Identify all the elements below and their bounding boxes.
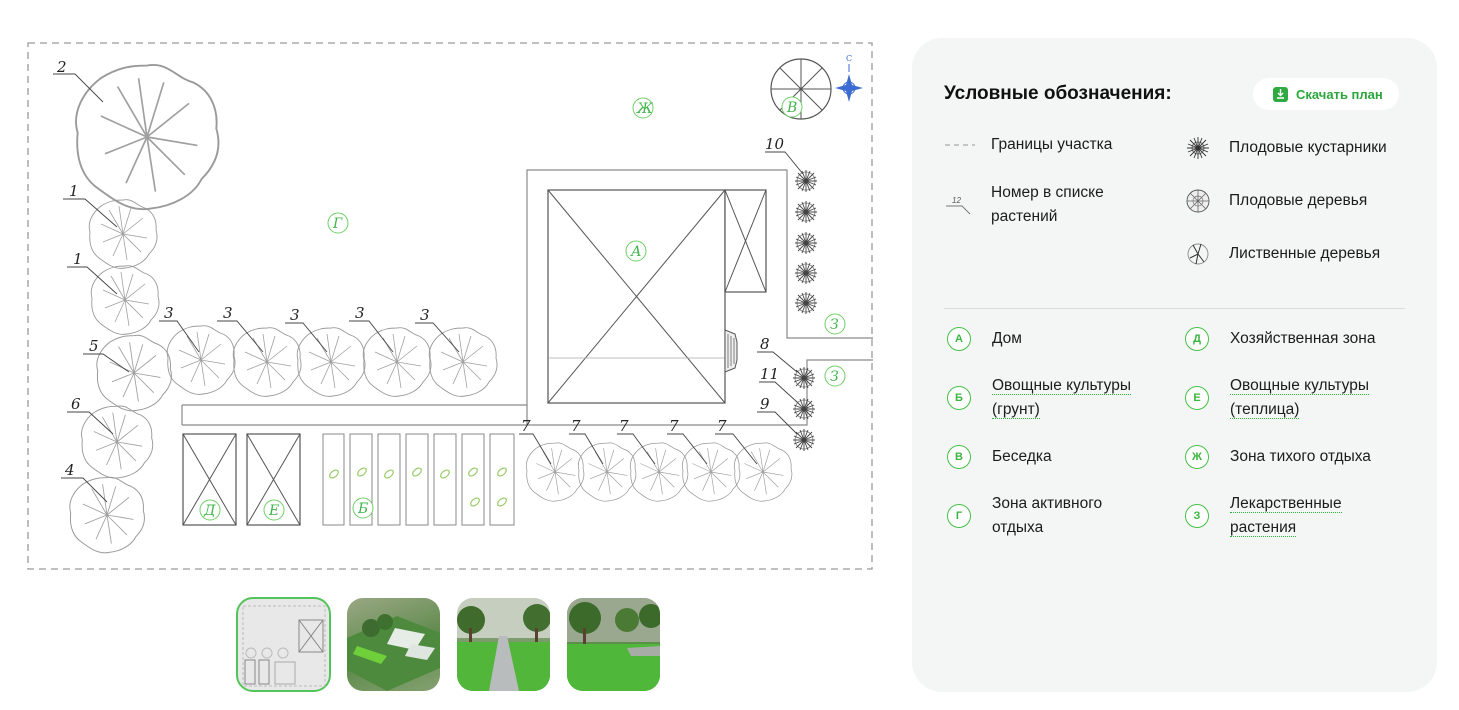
zone-zh-badge: Ж [1185, 445, 1209, 469]
fruit-tree-icon [1182, 189, 1214, 213]
zone-label: Ж [636, 101, 654, 117]
legend-deciduous-trees: Лиственные деревья [1182, 242, 1380, 266]
legend-boundary-label: Границы участка [991, 136, 1113, 153]
thumbnail-3d-path[interactable] [457, 598, 550, 691]
legend-fruit-trees-label: Плодовые деревья [1229, 192, 1368, 209]
plant-number: 9 [760, 395, 770, 413]
thumbnail-lawn-image [567, 598, 660, 691]
legend-fruit-trees: Плодовые деревья [1182, 189, 1367, 213]
zone-d-badge: Д [1185, 327, 1209, 351]
zone-a-badge: А [947, 327, 971, 351]
legend-zone-zh: Ж Зона тихого отдыха [1185, 445, 1371, 469]
plant-number: 3 [164, 304, 174, 322]
plant-number: 2 [56, 58, 67, 76]
plant-number: 7 [571, 417, 581, 435]
plant-number-sample: 12 [952, 196, 961, 205]
zone-label: Г [332, 216, 343, 232]
plant-number: 3 [355, 304, 365, 322]
legend-title: Условные обозначения: [944, 83, 1172, 104]
zone-z-label[interactable]: Лекарственные растения [1230, 495, 1342, 537]
plant-number: 4 [64, 461, 75, 479]
legend-divider [944, 308, 1405, 309]
gazebo-drawing [770, 58, 832, 120]
zone-label: Д [203, 503, 216, 519]
zone-label: А [630, 244, 642, 260]
legend-zone-v: В Беседка [947, 445, 1052, 469]
zone-label: Е [268, 503, 279, 519]
legend-zone-d: Д Хозяйственная зона [1185, 327, 1375, 351]
plant-number: 3 [290, 306, 300, 324]
legend-fruit-shrubs-label: Плодовые кустарники [1229, 139, 1387, 156]
house-drawing [547, 189, 767, 404]
legend-deciduous-trees-label: Лиственные деревья [1229, 245, 1381, 262]
zone-g-badge: Г [947, 504, 971, 528]
plant-number: 8 [760, 335, 770, 353]
plant-number: 3 [223, 304, 233, 322]
plant-number: 5 [89, 337, 99, 355]
zone-label: Б [357, 501, 368, 517]
plant-number: 7 [669, 417, 679, 435]
legend-zone-z: З Лекарственные растения [1185, 492, 1342, 540]
deciduous-tree-icon [1182, 242, 1214, 266]
plant-number: 1 [69, 182, 79, 200]
zone-label: З [830, 317, 839, 333]
zone-zh-label: Зона тихого отдыха [1230, 448, 1371, 465]
plant-number: 10 [765, 135, 785, 153]
plant-number: 11 [760, 365, 779, 383]
zone-e-badge: Е [1185, 386, 1209, 410]
thumbnail-strip [236, 597, 660, 692]
thumbnail-path-image [457, 598, 550, 691]
plant-number: 7 [521, 417, 531, 435]
utility-zone-drawing [182, 433, 301, 526]
compass-icon: С [835, 54, 863, 102]
zone-e-label[interactable]: Овощные культуры (теплица) [1230, 377, 1370, 419]
compass-letter: С [846, 54, 852, 63]
dashed-line-icon [944, 133, 976, 157]
legend-zone-e: Е Овощные культуры (теплица) [1185, 374, 1370, 422]
plant-number-icon: 12 [944, 181, 976, 229]
thumbnail-3d-lawn[interactable] [567, 598, 660, 691]
legend-zone-b: Б Овощные культуры (грунт) [947, 374, 1132, 422]
legend-zone-g: Г Зона активного отдыха [947, 492, 1102, 540]
legend-plant-number: 12 Номер в списке растений [944, 181, 1104, 229]
thumbnail-3d-overview[interactable] [347, 598, 440, 691]
vegetable-beds [322, 433, 515, 526]
legend-plant-number-label: Номер в списке растений [991, 184, 1104, 225]
site-plan: С [27, 42, 873, 571]
thumbnail-overview-image [347, 614, 440, 691]
zone-label: В [786, 100, 797, 116]
plant-number: 7 [717, 417, 727, 435]
download-icon [1273, 86, 1288, 102]
zone-g-label: Зона активного отдыха [992, 495, 1103, 536]
thumbnail-plan[interactable] [236, 597, 331, 692]
zone-v-label: Беседка [992, 448, 1052, 465]
plant-number: 7 [619, 417, 629, 435]
shrub-icon [1182, 136, 1214, 160]
legend-panel: Условные обозначения: Скачать план Грани… [912, 38, 1437, 692]
zone-z-badge: З [1185, 504, 1209, 528]
plant-number: 6 [71, 395, 81, 413]
legend-zone-a: А Дом [947, 327, 1022, 351]
download-plan-label: Скачать план [1296, 86, 1383, 102]
thumbnail-plan-image [242, 605, 326, 687]
site-plan-drawing: С [27, 42, 873, 570]
download-plan-button[interactable]: Скачать план [1253, 78, 1399, 110]
zone-b-label[interactable]: Овощные культуры (грунт) [992, 377, 1132, 419]
plant-number: 3 [420, 306, 430, 324]
legend-fruit-shrubs: Плодовые кустарники [1182, 136, 1387, 160]
zone-v-badge: В [947, 445, 971, 469]
zone-d-label: Хозяйственная зона [1230, 330, 1376, 347]
zone-b-badge: Б [947, 386, 971, 410]
zone-a-label: Дом [992, 330, 1022, 347]
plant-number: 1 [73, 250, 83, 268]
legend-boundary: Границы участка [944, 133, 1112, 157]
zone-label: З [830, 369, 839, 385]
